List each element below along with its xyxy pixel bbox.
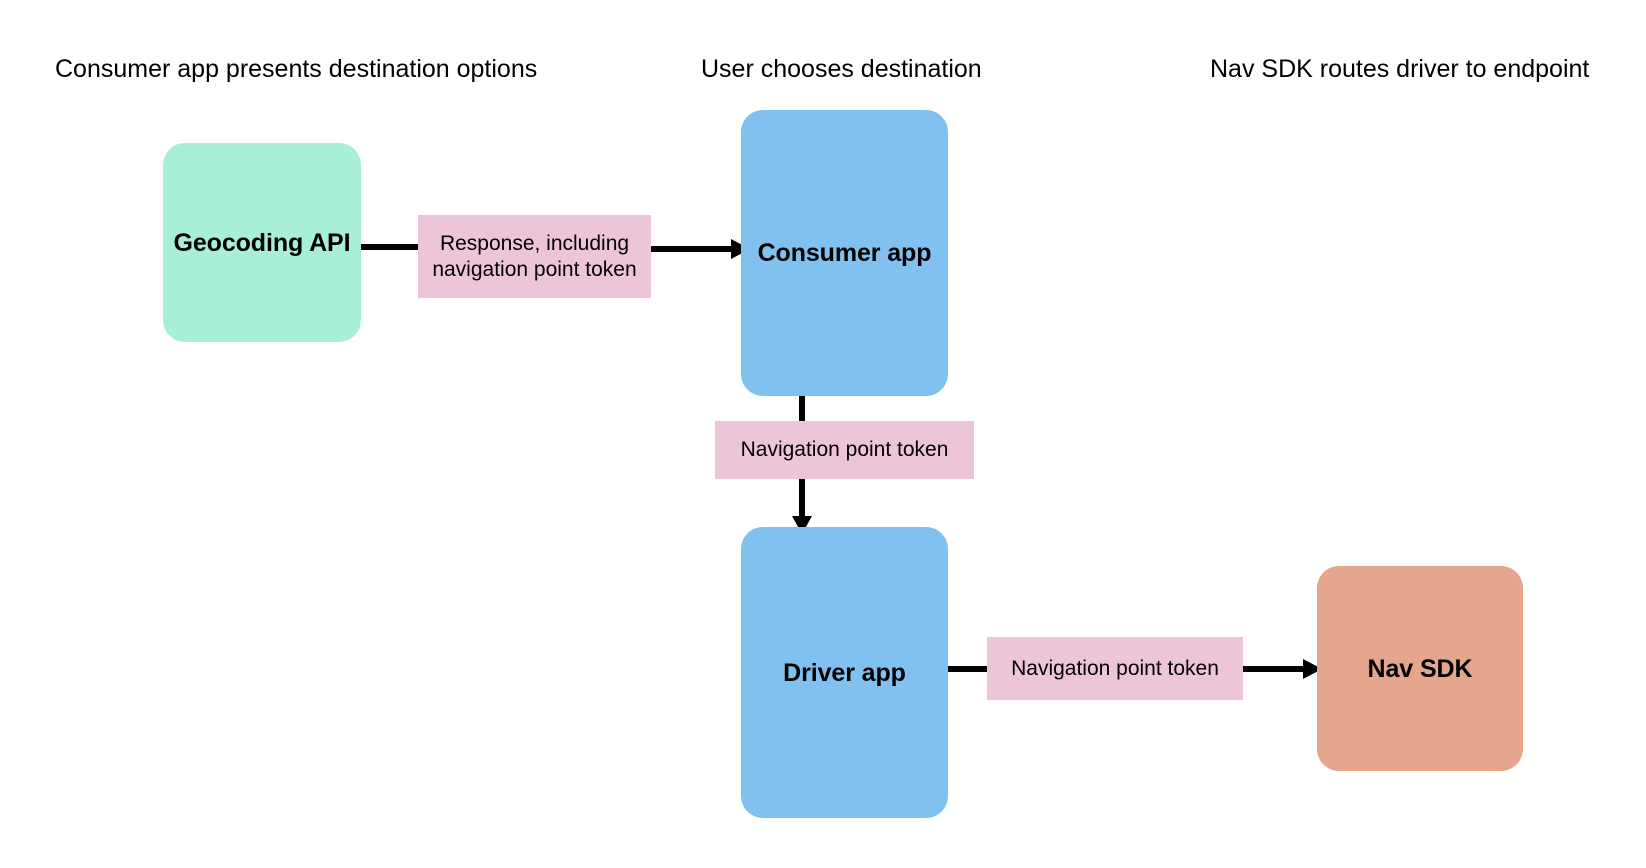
connector-response-label-to-consumer-app-arrow <box>645 238 750 260</box>
edge-label-driver-to-navsdk: Navigation point token <box>987 637 1243 700</box>
node-nav-sdk[interactable]: Nav SDK <box>1317 566 1523 771</box>
node-driver-app-label: Driver app <box>783 658 906 687</box>
edge-label-geocoding-to-consumer-text: Response, including navigation point tok… <box>432 231 637 281</box>
column-heading-nav-sdk-routes: Nav SDK routes driver to endpoint <box>1210 55 1590 83</box>
node-consumer-app[interactable]: Consumer app <box>741 110 948 396</box>
edge-label-driver-to-navsdk-text: Navigation point token <box>1011 656 1219 680</box>
edge-label-consumer-to-driver-text: Navigation point token <box>740 438 949 461</box>
edge-label-consumer-to-driver: Navigation point token <box>715 421 974 479</box>
connector-geocoding-to-response-label <box>355 240 425 254</box>
connector-driver-app-to-nav-token-label <box>943 662 993 676</box>
node-consumer-app-label: Consumer app <box>757 239 932 267</box>
node-geocoding-api[interactable]: Geocoding API <box>163 143 361 342</box>
node-geocoding-api-label: Geocoding API <box>173 228 351 257</box>
connector-nav-token-label-to-nav-sdk-arrow <box>1238 658 1322 680</box>
column-heading-user-chooses: User chooses destination <box>701 55 982 83</box>
column-heading-consumer-options: Consumer app presents destination option… <box>55 55 538 83</box>
edge-label-geocoding-to-consumer: Response, including navigation point tok… <box>418 215 651 298</box>
node-driver-app[interactable]: Driver app <box>741 527 948 818</box>
node-nav-sdk-label: Nav SDK <box>1367 654 1473 683</box>
connector-nav-token-label-to-driver-app-arrow <box>791 472 813 534</box>
